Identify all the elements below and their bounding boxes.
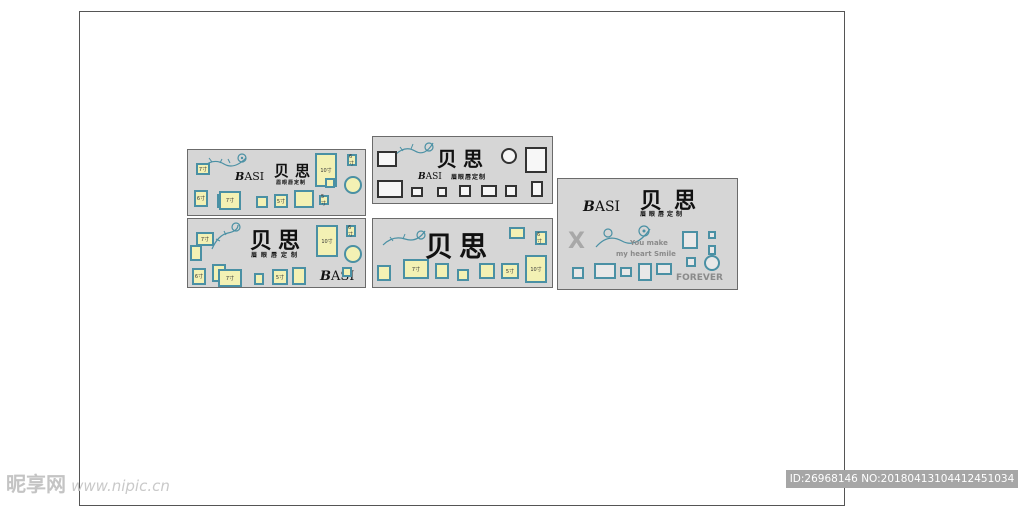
image-id-banner: ID:26968146 NO:20180413104412451034	[786, 470, 1018, 488]
slogan-line-1: You make	[630, 239, 668, 247]
photo-frame	[509, 227, 525, 239]
brand-tagline: 眉眼唇定制	[451, 174, 487, 181]
photo-frame: 6寸	[194, 190, 208, 207]
photo-frame	[594, 263, 616, 279]
photo-frame	[411, 187, 423, 197]
round-frame	[344, 245, 362, 263]
photo-frame: 7寸	[196, 163, 210, 175]
photo-frame	[638, 263, 652, 281]
site-watermark: 昵享网 www.nipic.cn	[6, 468, 170, 497]
flower-vine-icon	[203, 153, 247, 167]
photo-frame: 6寸	[192, 268, 206, 285]
brand-tagline: 眉眼唇定制	[276, 180, 307, 186]
photo-frame	[525, 147, 547, 173]
photo-frame	[682, 231, 698, 249]
photo-frame: 5寸	[272, 269, 288, 285]
brand-tagline: 眉眼唇定制	[640, 211, 686, 218]
flower-vine-icon	[382, 230, 426, 246]
photo-frame	[686, 257, 696, 267]
photo-frame	[708, 231, 716, 239]
photo-frame: 5寸	[319, 194, 329, 207]
photo-frame: 7寸	[196, 232, 214, 246]
photo-frame: 5寸	[274, 194, 288, 208]
brand-name: 贝思	[250, 228, 307, 254]
photo-frame	[342, 267, 352, 277]
wall-panel-b: 7寸 贝思 眉眼唇定制 10寸 6寸 BASI 6寸 7寸 5寸	[187, 218, 366, 288]
photo-frame	[256, 196, 268, 208]
photo-frame	[572, 267, 584, 279]
slogan-line-2: my heart Smile	[616, 250, 676, 258]
round-frame	[344, 176, 362, 194]
wall-panel-a: 7寸 BASI 贝思 眉眼唇定制 10寸 6寸 6寸 7寸 5寸 5寸	[187, 149, 366, 216]
flower-vine-icon	[211, 222, 241, 250]
wall-panel-d: 贝思 6寸 7寸 5寸 10寸	[372, 218, 553, 288]
brand-basi-logo: BASI	[583, 199, 621, 215]
photo-frame	[377, 265, 391, 281]
photo-frame	[377, 180, 403, 198]
photo-frame	[459, 185, 471, 197]
photo-frame: 6寸	[347, 154, 357, 167]
photo-frame	[437, 187, 447, 197]
photo-frame	[377, 151, 397, 167]
photo-frame: 6寸	[346, 225, 356, 238]
photo-frame: 7寸	[403, 259, 429, 279]
site-url: www.nipic.cn	[71, 477, 170, 495]
wall-panel-c: 贝思 BASI 眉眼唇定制	[372, 136, 553, 204]
photo-frame	[656, 263, 672, 275]
brand-name: 贝思	[274, 162, 317, 180]
photo-frame	[479, 263, 495, 279]
photo-frame	[435, 263, 449, 279]
flower-vine-icon	[595, 225, 651, 248]
photo-frame	[325, 178, 335, 188]
photo-frame	[457, 269, 469, 281]
photo-frame: 10寸	[316, 225, 338, 257]
brand-tagline: 眉眼唇定制	[251, 252, 302, 259]
brand-name: 贝思	[425, 230, 494, 263]
brand-basi-logo: BASI	[418, 172, 442, 182]
photo-frame: 5寸	[501, 263, 519, 279]
photo-frame: 7寸	[219, 191, 241, 210]
photo-frame	[505, 185, 517, 197]
photo-frame	[481, 185, 497, 197]
photo-frame: 10寸	[525, 255, 547, 283]
site-logo: 昵享网	[6, 472, 66, 496]
photo-frame	[531, 181, 543, 197]
brand-name: 贝思	[640, 188, 709, 214]
flower-vine-icon	[394, 142, 434, 156]
artboard: 7寸 BASI 贝思 眉眼唇定制 10寸 6寸 6寸 7寸 5寸 5寸 7寸 贝…	[79, 11, 845, 506]
wall-panel-e: BASI 贝思 眉眼唇定制 X You make my heart Smile …	[557, 178, 738, 290]
photo-frame: 7寸	[218, 269, 242, 287]
brand-basi-logo: BASI	[235, 170, 265, 183]
photo-frame	[190, 245, 202, 261]
photo-frame	[292, 267, 306, 285]
round-frame	[704, 255, 720, 271]
brand-name: 贝思	[437, 147, 489, 171]
photo-frame: 6寸	[535, 231, 547, 245]
photo-frame	[708, 245, 716, 255]
round-frame	[501, 148, 517, 164]
slogan-forever: FOREVER	[676, 273, 723, 283]
photo-frame	[294, 190, 314, 208]
photo-frame	[254, 273, 264, 285]
photo-frame	[620, 267, 632, 277]
x-mark: X	[568, 229, 585, 254]
